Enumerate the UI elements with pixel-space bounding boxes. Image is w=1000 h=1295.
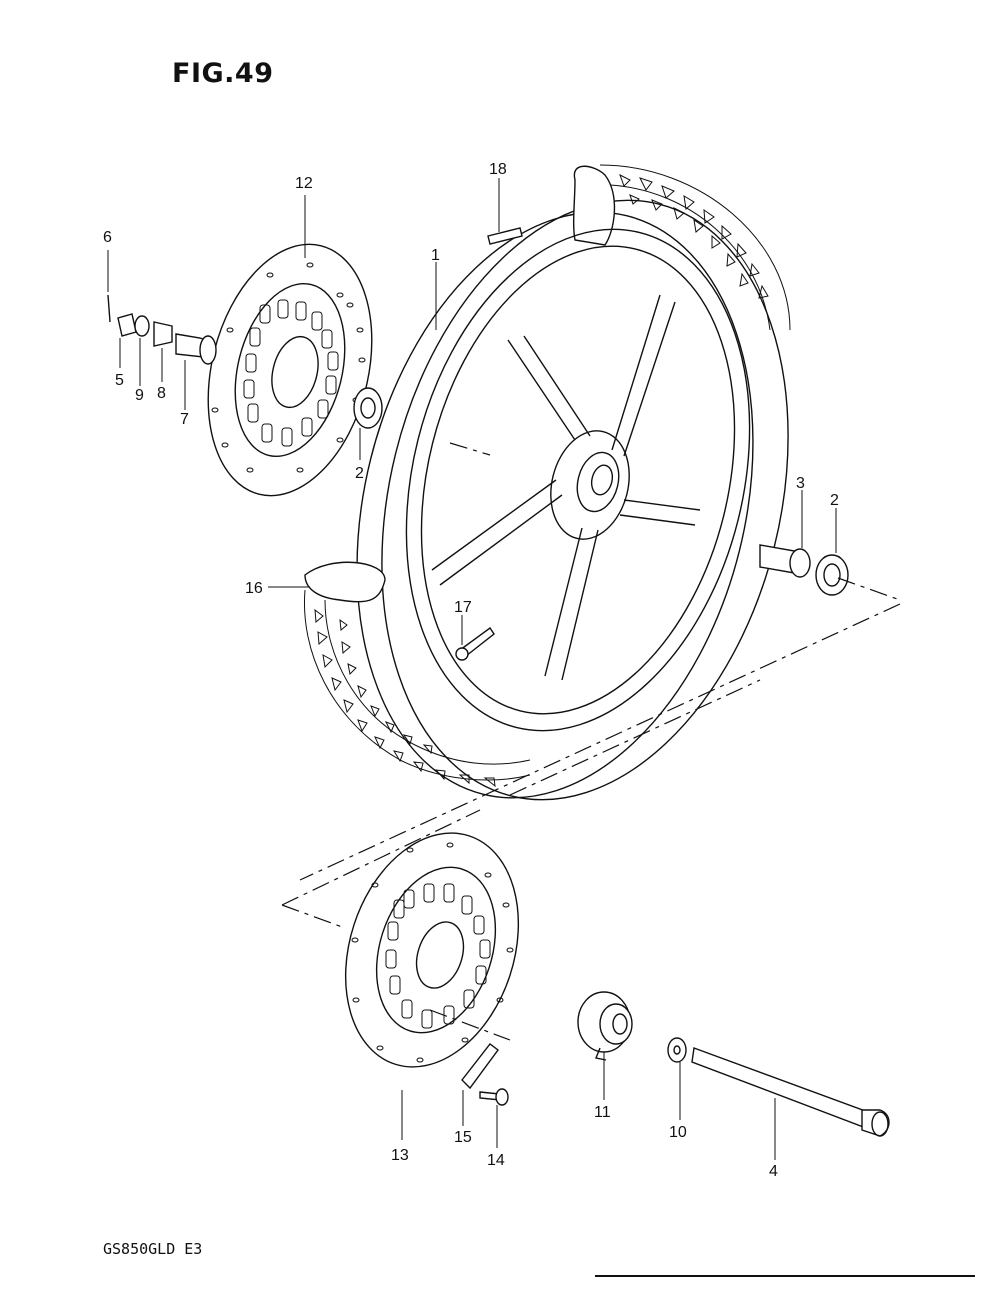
disc-bolt-and-washer bbox=[461, 1043, 509, 1106]
callout-6: 6 bbox=[103, 229, 112, 246]
front-wheel-assembly bbox=[303, 164, 791, 801]
callout-15: 15 bbox=[454, 1129, 472, 1146]
callout-5: 5 bbox=[115, 372, 124, 389]
model-code: GS850GLD E3 bbox=[103, 1240, 203, 1258]
callout-14: 14 bbox=[487, 1152, 505, 1169]
valve-stem bbox=[455, 627, 495, 661]
callout-13: 13 bbox=[391, 1147, 409, 1164]
axle-nut-group bbox=[107, 294, 217, 365]
callout-2-right: 2 bbox=[830, 492, 839, 509]
callout-16: 16 bbox=[245, 580, 263, 597]
brake-disc-upper bbox=[207, 243, 373, 497]
callout-17: 17 bbox=[454, 599, 472, 616]
callout-9: 9 bbox=[135, 387, 144, 404]
brake-disc-lower bbox=[344, 832, 520, 1068]
wheel-bearing-left bbox=[353, 387, 383, 429]
callout-1: 1 bbox=[431, 247, 440, 264]
balance-weight bbox=[487, 227, 523, 245]
callout-3: 3 bbox=[796, 475, 805, 492]
assembly-centerlines bbox=[281, 442, 901, 1041]
callout-12: 12 bbox=[295, 175, 313, 192]
right-side-bearings bbox=[759, 544, 849, 596]
callout-7: 7 bbox=[180, 411, 189, 428]
speedometer-gearbox bbox=[577, 991, 633, 1061]
callout-2-left: 2 bbox=[355, 465, 364, 482]
callout-4: 4 bbox=[769, 1163, 778, 1180]
figure-title: FIG.49 bbox=[172, 58, 274, 89]
callout-11: 11 bbox=[594, 1104, 611, 1121]
callout-10: 10 bbox=[669, 1124, 687, 1141]
callout-18: 18 bbox=[489, 161, 507, 178]
front-axle bbox=[691, 1047, 890, 1137]
callout-labels: 1 2 2 3 4 5 6 7 8 9 10 11 12 13 14 15 16… bbox=[103, 161, 839, 1180]
leader-lines bbox=[107, 178, 837, 1160]
callout-8: 8 bbox=[157, 385, 166, 402]
axle-washer bbox=[667, 1037, 687, 1063]
